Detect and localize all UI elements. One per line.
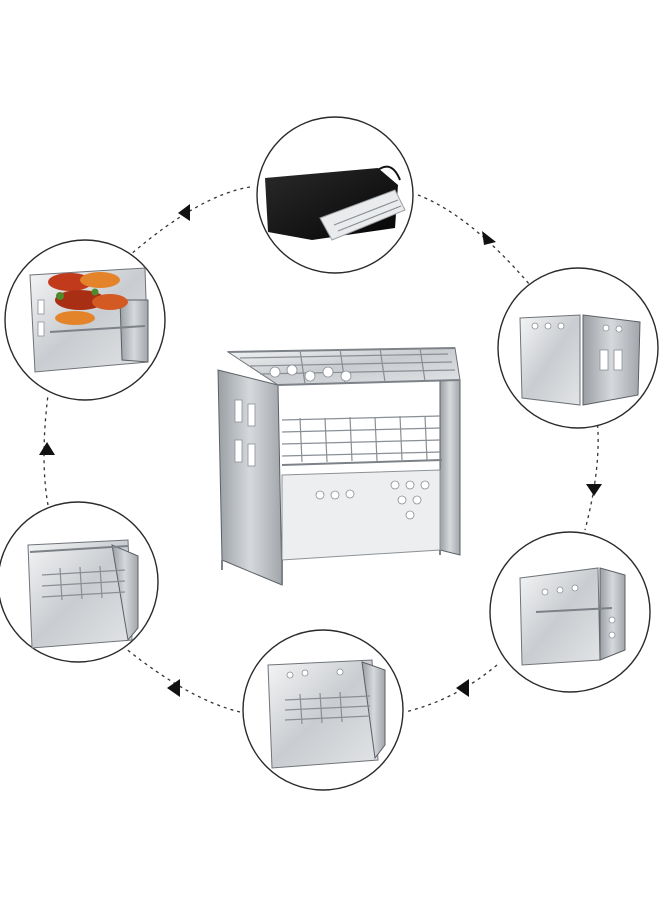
stand-with-grate-icon	[267, 659, 386, 769]
arrow-down-icon	[586, 484, 602, 496]
step-stand-with-grate	[242, 629, 404, 791]
folding-stand-icon	[519, 567, 626, 666]
arrow-down-right-icon	[482, 231, 496, 245]
step-grill-assembled	[0, 501, 159, 663]
grill-assembled-icon	[27, 539, 139, 649]
arrow-left-icon	[178, 204, 190, 221]
arrow-left-icon	[167, 679, 180, 697]
folding-grill-main-icon	[217, 347, 461, 586]
step-grill-with-food	[4, 239, 166, 401]
step-storage-bag	[256, 116, 414, 274]
grill-with-food-icon	[29, 267, 149, 373]
direction-arrows	[39, 204, 602, 697]
storage-bag-icon	[265, 165, 406, 241]
step-folding-stand	[489, 531, 651, 693]
unfolded-panels-icon	[519, 314, 641, 406]
arrow-up-icon	[39, 442, 55, 455]
step-unfolded-panels	[497, 267, 659, 429]
arrow-left-icon	[456, 679, 469, 697]
